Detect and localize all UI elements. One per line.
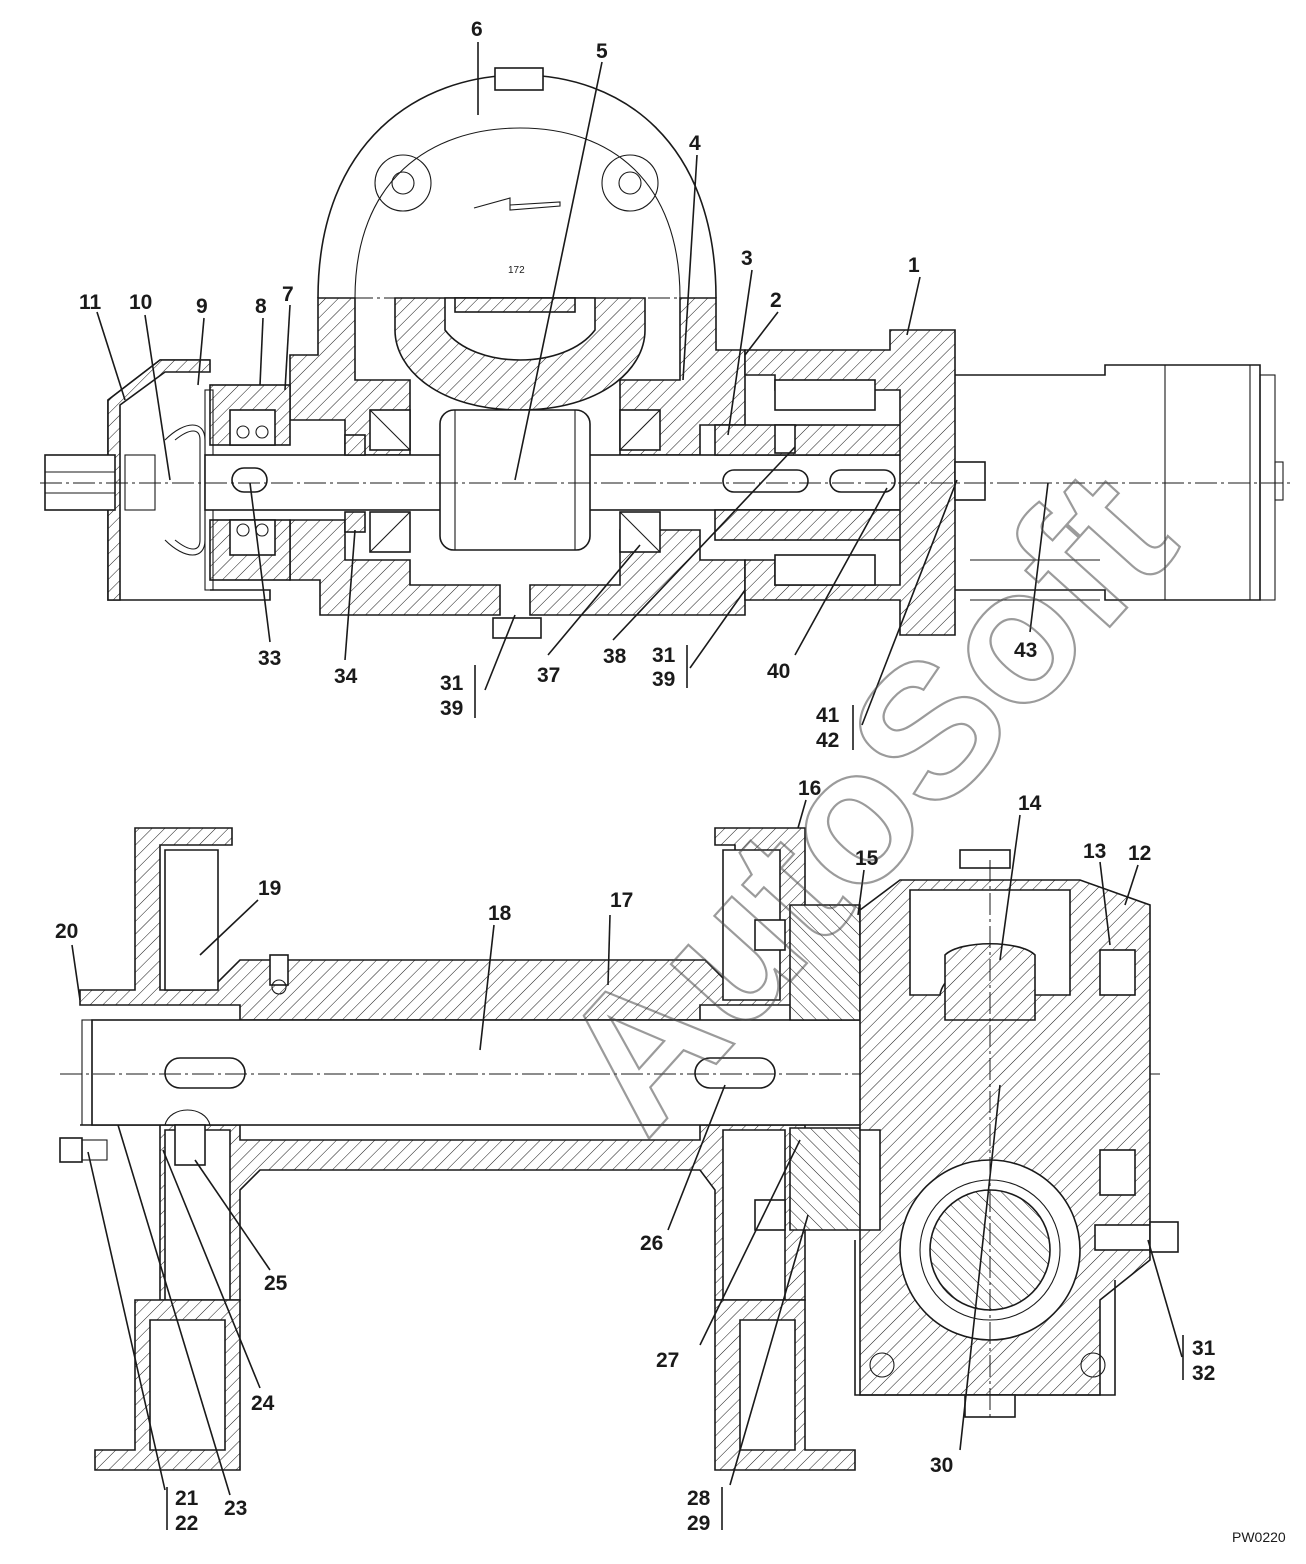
key-slot-left bbox=[164, 1057, 246, 1089]
callout-34: 34 bbox=[334, 665, 358, 688]
callout-7: 7 bbox=[282, 283, 294, 306]
callout-14: 14 bbox=[1018, 792, 1042, 815]
callout-31-b: 31 bbox=[652, 644, 676, 667]
callout-38: 38 bbox=[603, 645, 627, 668]
callout-43: 43 bbox=[1014, 639, 1037, 662]
callout-1: 1 bbox=[908, 254, 920, 277]
callouts-upper: 1 2 3 4 5 6 7 8 9 10 11 31 39 31 39 33 3… bbox=[79, 18, 1037, 752]
coupling-sleeve bbox=[714, 424, 911, 456]
callout-10: 10 bbox=[129, 291, 152, 314]
housing-bottom-left bbox=[289, 519, 501, 616]
callout-19: 19 bbox=[258, 877, 281, 900]
callout-17: 17 bbox=[610, 889, 633, 912]
callout-25: 25 bbox=[264, 1272, 288, 1295]
callout-16: 16 bbox=[798, 777, 821, 800]
callout-3: 3 bbox=[741, 247, 753, 270]
callout-23: 23 bbox=[224, 1497, 247, 1520]
callout-40: 40 bbox=[767, 660, 790, 683]
callout-8: 8 bbox=[255, 295, 267, 318]
callout-21: 21 bbox=[175, 1487, 199, 1510]
figure-code: PW0220 bbox=[1232, 1529, 1286, 1545]
callout-20: 20 bbox=[55, 920, 78, 943]
callout-32: 32 bbox=[1192, 1362, 1215, 1385]
callout-24: 24 bbox=[251, 1392, 275, 1415]
callout-42: 42 bbox=[816, 729, 839, 752]
callout-9: 9 bbox=[196, 295, 208, 318]
callout-15: 15 bbox=[855, 847, 879, 870]
key-slot-26 bbox=[694, 1057, 776, 1089]
callout-41: 41 bbox=[816, 704, 840, 727]
callout-4: 4 bbox=[689, 132, 701, 155]
callout-28: 28 bbox=[687, 1487, 711, 1510]
drain-plug bbox=[492, 617, 542, 639]
callout-18: 18 bbox=[488, 902, 512, 925]
callout-29: 29 bbox=[687, 1512, 710, 1535]
callout-5: 5 bbox=[596, 40, 608, 63]
callout-13: 13 bbox=[1083, 840, 1106, 863]
callout-39-a: 39 bbox=[440, 697, 463, 720]
callout-2: 2 bbox=[770, 289, 782, 312]
callout-31-c: 31 bbox=[1192, 1337, 1216, 1360]
callout-26: 26 bbox=[640, 1232, 663, 1255]
housing-bottom-right bbox=[529, 529, 746, 616]
callouts-lower: 12 13 14 15 16 17 18 19 20 21 22 23 24 2… bbox=[55, 777, 1216, 1535]
callout-11: 11 bbox=[79, 291, 102, 314]
leader-lines bbox=[71, 42, 1184, 1530]
housing-marking: 172 bbox=[508, 265, 525, 276]
key-33 bbox=[231, 467, 268, 493]
callout-6: 6 bbox=[471, 18, 483, 41]
grease-fitting-25 bbox=[174, 1124, 206, 1166]
callout-12: 12 bbox=[1128, 842, 1151, 865]
callout-39-b: 39 bbox=[652, 668, 675, 691]
lower-assembly-view bbox=[59, 827, 1179, 1471]
vent-plug bbox=[959, 849, 1011, 869]
callout-22: 22 bbox=[175, 1512, 198, 1535]
callout-30: 30 bbox=[930, 1454, 953, 1477]
callout-33: 33 bbox=[258, 647, 281, 670]
callout-37: 37 bbox=[537, 664, 560, 687]
callout-31-a: 31 bbox=[440, 672, 464, 695]
housing-17 bbox=[79, 827, 806, 1021]
callout-27: 27 bbox=[656, 1349, 679, 1372]
